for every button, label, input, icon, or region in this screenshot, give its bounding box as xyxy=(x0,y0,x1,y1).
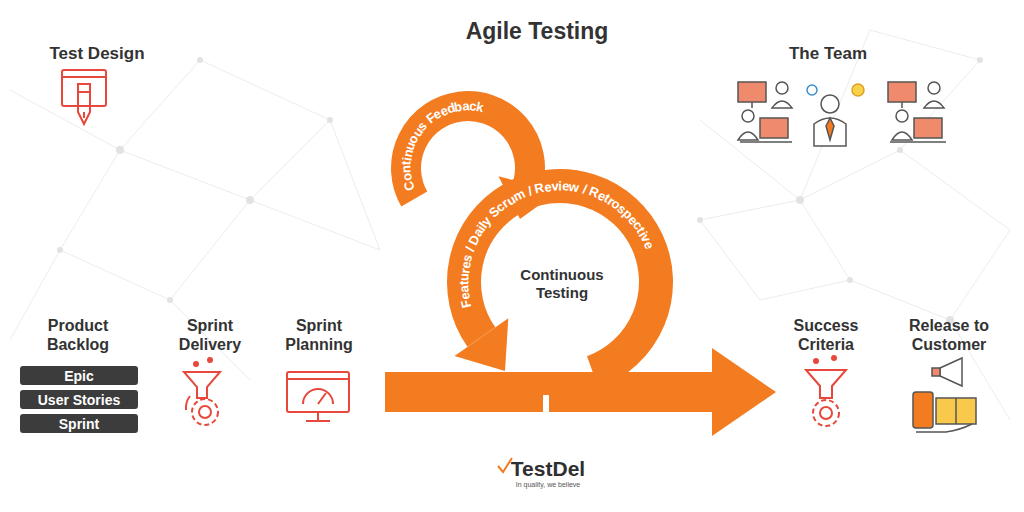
backlog-item: Epic xyxy=(20,366,138,385)
heading-label: Product Backlog xyxy=(28,316,128,354)
network-dots xyxy=(57,57,983,324)
item-text: Epic xyxy=(64,369,94,383)
backlog-item: User Stories xyxy=(20,390,138,409)
arc-letter: a xyxy=(462,99,470,112)
heading-label: Release to Customer xyxy=(899,316,999,354)
item-text: Sprint xyxy=(59,417,99,431)
arc-letter: e xyxy=(543,180,552,194)
success-criteria-icon xyxy=(806,356,846,426)
heading-label: In quality, we believe xyxy=(478,481,618,489)
test-design-icon xyxy=(62,70,106,124)
sprint-delivery-icon xyxy=(184,358,220,425)
arc-letter: a xyxy=(458,285,471,293)
heading-label: TestDel xyxy=(488,456,608,481)
backlog-item: Sprint xyxy=(20,414,138,433)
arc-letter: u xyxy=(457,273,470,282)
team-icon xyxy=(738,82,946,146)
heading-label: Test Design xyxy=(27,44,167,64)
cycle-ring xyxy=(406,106,656,372)
heading-label: Success Criteria xyxy=(784,316,868,354)
heading-label: Sprint Delivery xyxy=(170,316,250,354)
sprint-planning-icon xyxy=(287,372,349,421)
arc-letter: n xyxy=(399,165,412,173)
agile-cycle xyxy=(385,348,776,436)
release-icon xyxy=(913,358,976,432)
heading-label: The Team xyxy=(758,44,898,64)
heading-label: Continuous Testing xyxy=(507,266,617,302)
network-background xyxy=(10,30,1010,420)
cycle-gap xyxy=(543,395,549,412)
item-text: User Stories xyxy=(38,393,120,407)
heading-label: Sprint Planning xyxy=(279,316,359,354)
title: Agile Testing xyxy=(387,18,687,46)
logo-check xyxy=(498,458,512,472)
arc-letter: v xyxy=(551,179,559,192)
arc-letter: t xyxy=(457,281,470,286)
arc-letter: i xyxy=(558,179,562,192)
